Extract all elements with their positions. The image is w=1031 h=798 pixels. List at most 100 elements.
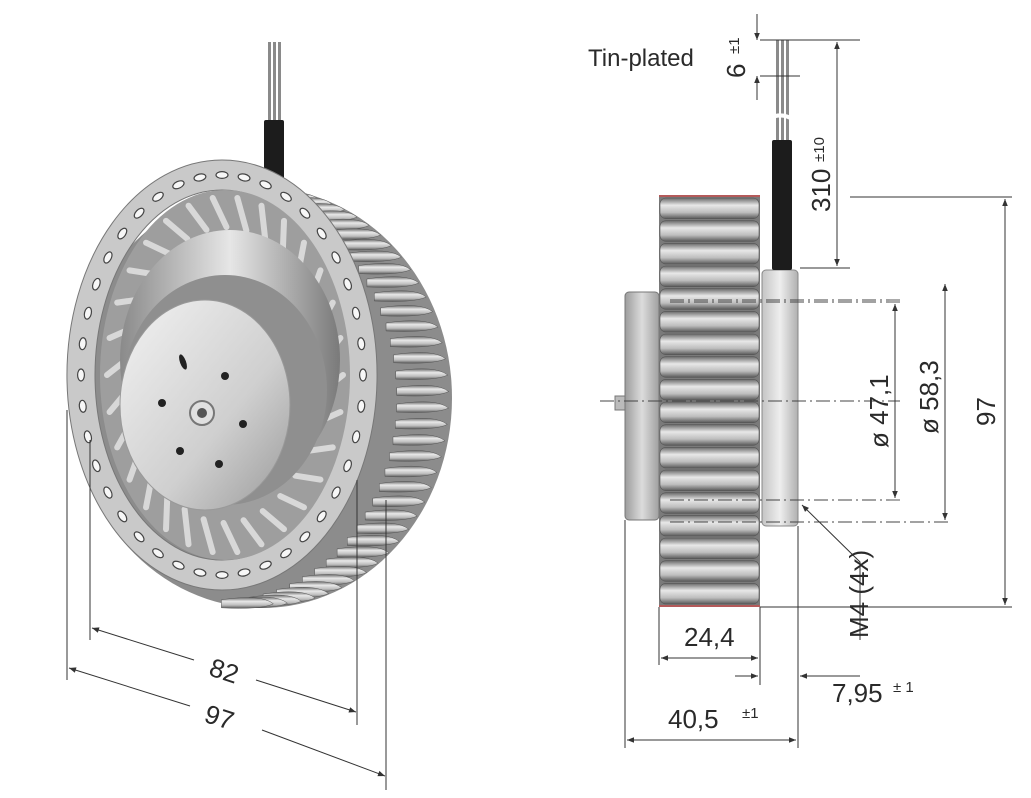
ring-hole	[358, 368, 367, 382]
inner-blade	[277, 493, 307, 511]
blade-side	[659, 379, 760, 401]
ring-hole	[316, 510, 327, 523]
motor-housing	[624, 291, 660, 521]
blade-side	[659, 492, 760, 514]
ring-hole	[237, 568, 251, 577]
ring-hole	[316, 227, 327, 240]
blade-side	[659, 311, 760, 333]
ring-hole	[357, 337, 366, 351]
ring-hole	[172, 560, 185, 570]
ring-hole	[299, 207, 311, 219]
blade-side	[659, 333, 760, 355]
inner-blade	[200, 516, 216, 556]
blade-iso	[339, 239, 392, 251]
blade-side	[659, 537, 760, 559]
ring-hole	[299, 531, 311, 543]
inner-blade	[258, 202, 269, 244]
blade-side	[659, 265, 760, 287]
blade-iso	[384, 465, 438, 478]
ring-hole	[83, 430, 93, 444]
ring-hole	[237, 173, 251, 182]
blade-side	[659, 424, 760, 446]
blade-iso	[396, 401, 450, 413]
blade-iso	[374, 290, 427, 302]
blade-side	[659, 401, 760, 423]
ring-hole	[331, 251, 341, 264]
dim-82-label: 82	[206, 652, 243, 689]
dim-47: ø 47,1	[864, 374, 894, 448]
ring-hole	[133, 531, 145, 543]
dim-310: 310 ±10	[806, 137, 836, 212]
inner-blade	[185, 202, 210, 233]
blade-iso	[395, 418, 448, 430]
ring-hole	[103, 486, 113, 499]
blade-side	[659, 447, 760, 469]
ring-hole	[280, 548, 292, 559]
dim-97-right-label: 97	[971, 397, 1001, 426]
tin-plated-label: Tin-plated	[588, 45, 694, 72]
ring-hole	[152, 548, 164, 559]
ext-lines-right	[624, 39, 1012, 748]
ring-hole	[103, 251, 113, 264]
dim-58: ø 58,3	[914, 360, 944, 434]
ring-hole	[343, 277, 353, 291]
ring-hole	[117, 227, 128, 240]
dim-6-label: 6	[721, 64, 751, 78]
ring-hole	[78, 399, 87, 413]
ring-hole	[78, 337, 87, 351]
ring-hole	[280, 191, 292, 202]
ring-hole	[351, 306, 361, 320]
blades-side	[659, 197, 760, 605]
ring-hole	[193, 173, 207, 182]
ring-hole	[259, 560, 272, 570]
shaft-stub	[614, 395, 626, 411]
blade-iso	[356, 522, 410, 534]
blade-side	[659, 469, 760, 491]
inner-blade	[181, 506, 192, 548]
blade-side	[659, 356, 760, 378]
blade-iso	[358, 263, 412, 275]
flange	[761, 269, 799, 527]
inner-blade	[259, 508, 287, 533]
top-edge	[659, 195, 760, 197]
blade-side	[659, 288, 760, 310]
fan-isometric-view: 82 97	[66, 42, 452, 790]
ring-hole	[152, 191, 164, 202]
dim-40-5-tol: ±1	[742, 705, 759, 722]
ring-hole	[259, 180, 272, 190]
ring-hole	[193, 568, 207, 577]
dim-7-95-tol: ± 1	[893, 679, 914, 696]
dim-7-95-label: 7,95	[832, 678, 883, 708]
blade-iso	[396, 385, 450, 397]
blade-iso	[380, 305, 434, 317]
bottom-edge	[659, 605, 760, 607]
ring-hole	[133, 207, 145, 219]
inner-blade	[292, 472, 324, 483]
ring-hole	[351, 430, 361, 444]
dim-47-label: ø 47,1	[864, 374, 894, 448]
hub-holes	[158, 354, 247, 468]
ring-hole	[91, 459, 101, 473]
dim-6-tol: ±1	[726, 37, 743, 54]
blade-side	[659, 515, 760, 537]
ring-hole	[83, 306, 93, 320]
dim-97-right: 97	[971, 397, 1001, 426]
inner-blade	[163, 217, 191, 242]
dim-m4-label: M4 (4x)	[844, 550, 874, 638]
blade-iso	[395, 368, 449, 380]
ring-hole	[77, 368, 86, 382]
dim-24-label: 24,4	[684, 622, 735, 652]
blade-iso	[364, 509, 418, 521]
dim-lines-right	[627, 14, 1008, 743]
blade-iso	[385, 320, 439, 332]
blade-iso	[390, 336, 443, 348]
ring-hole	[172, 180, 185, 190]
dim-310-tol: ±10	[811, 137, 828, 162]
fan-side-view: Tin-plated 6 ±1 310 ±10 97 ø 58,3 ø 47,1…	[588, 14, 1012, 748]
inner-blade	[220, 519, 241, 556]
inner-blade	[234, 194, 250, 234]
dim-97-left-label: 97	[201, 699, 238, 736]
dim-lines-left	[66, 410, 387, 790]
